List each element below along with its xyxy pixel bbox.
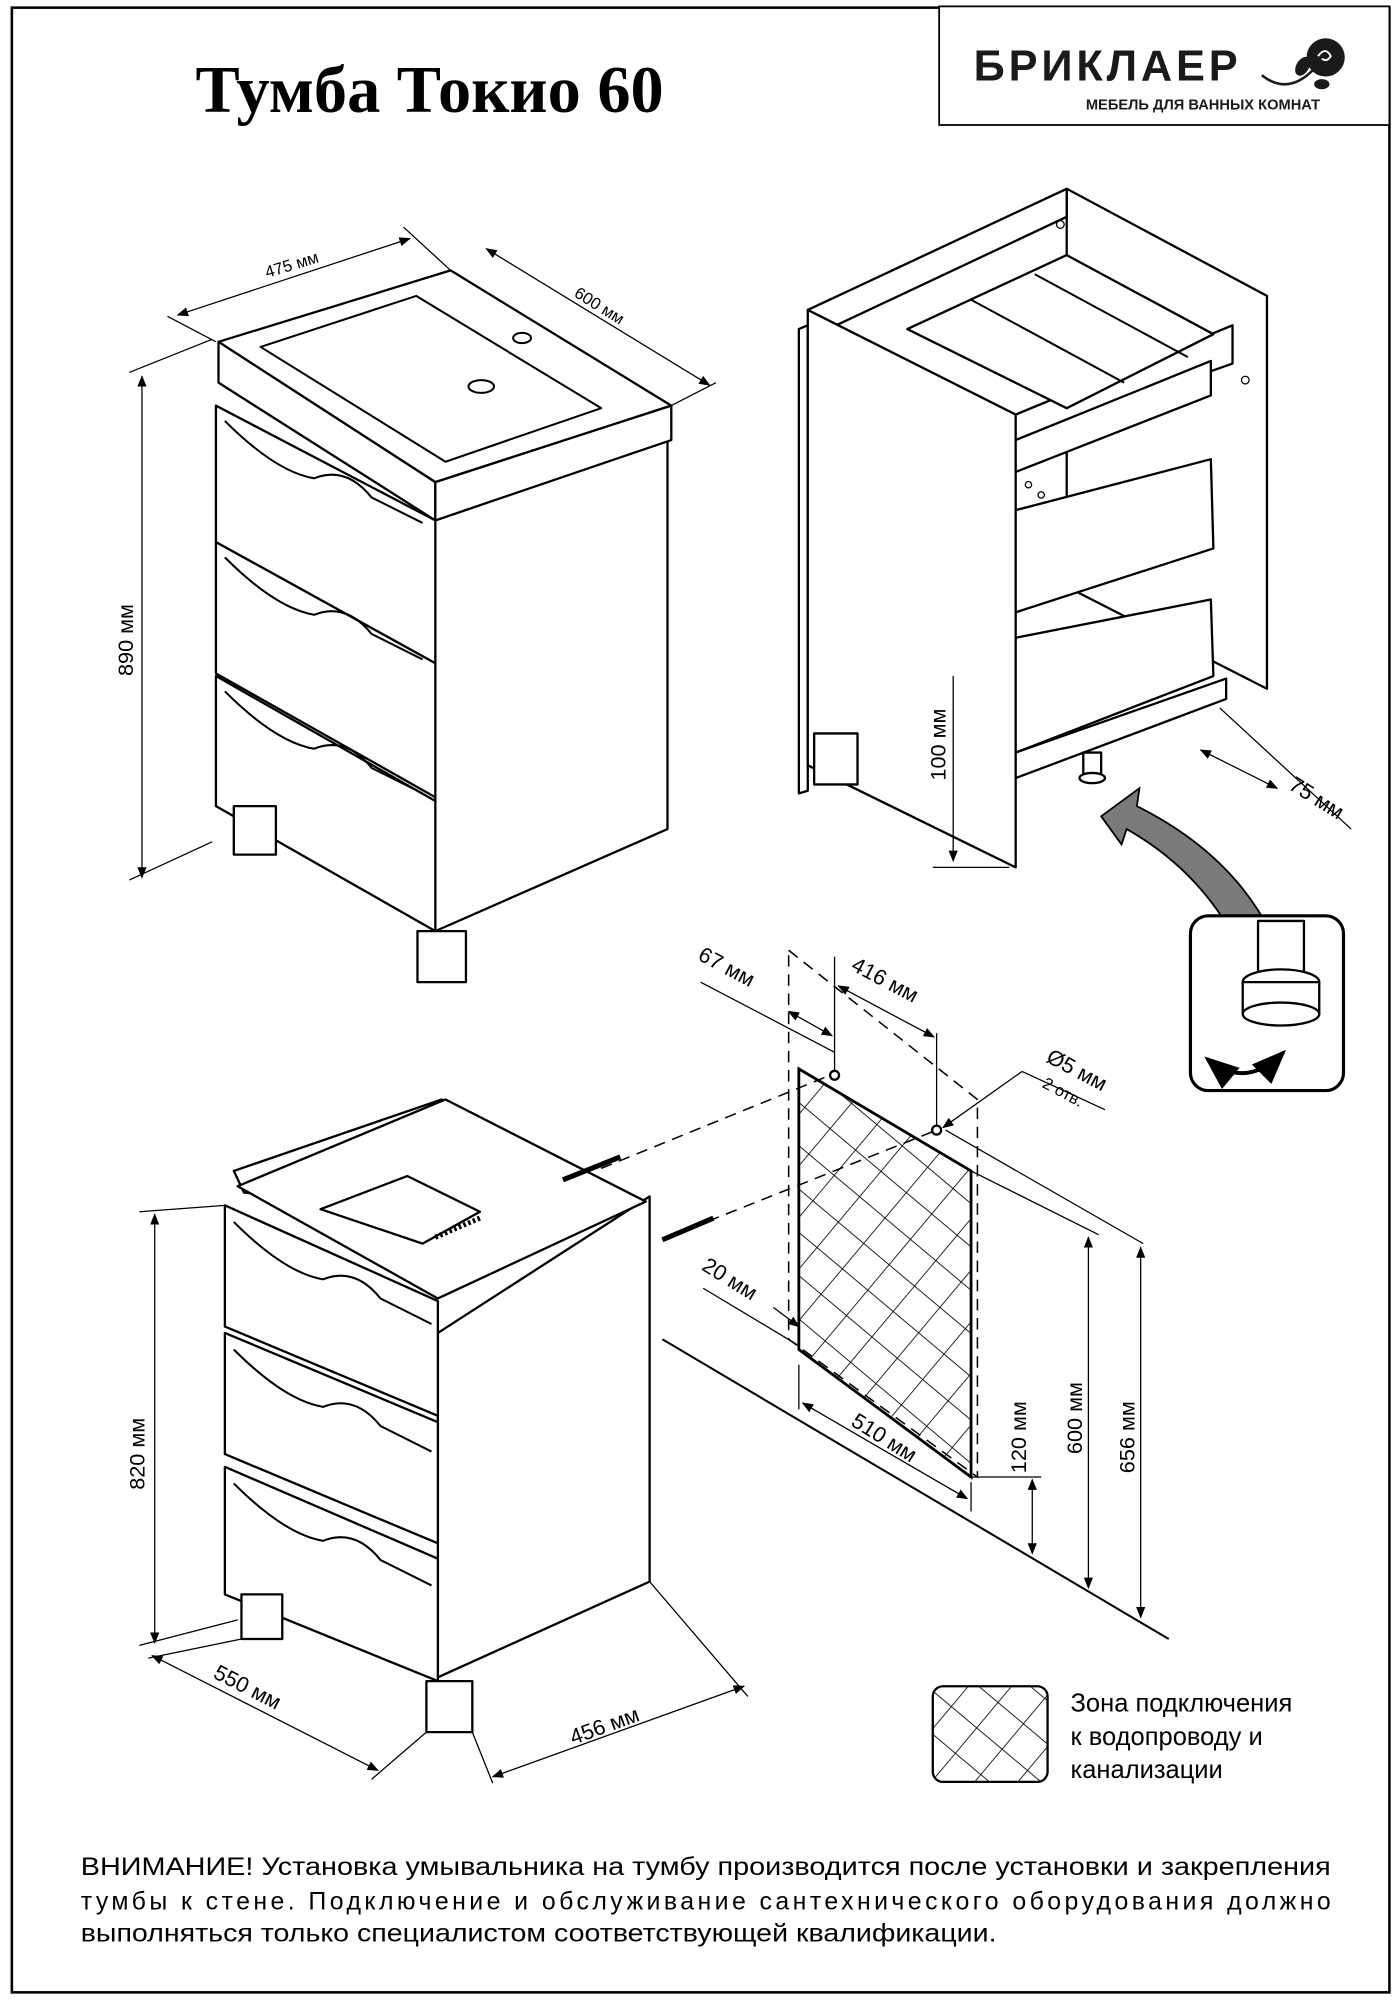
legend-hatch-swatch [931,1685,1049,1784]
svg-text:20 мм: 20 мм [698,1252,762,1305]
svg-text:ВНИМАНИЕ! Установка умывальник: ВНИМАНИЕ! Установка умывальника на тумбу… [81,1853,1331,1881]
svg-text:456 мм: 456 мм [566,1701,642,1749]
svg-text:820 мм: 820 мм [125,1418,150,1490]
svg-text:550 мм: 550 мм [210,1659,285,1714]
page-title: Тумба Токио 60 [196,54,664,127]
svg-text:475 мм: 475 мм [263,248,321,282]
sheet-border [10,6,1391,1994]
svg-text:656 мм: 656 мм [1114,1401,1139,1473]
svg-text:416 мм: 416 мм [848,952,923,1008]
assembled-cabinet-view: 475 мм 600 мм 890 мм [113,226,717,984]
svg-text:МЕБЕЛЬ ДЛЯ ВАННЫХ КОМНАТ: МЕБЕЛЬ ДЛЯ ВАННЫХ КОМНАТ [1086,98,1320,114]
brand-logo: БРИКЛАЕР МЕБЕЛЬ ДЛЯ ВАННЫХ КОМНАТ [938,5,1391,126]
svg-text:120 мм: 120 мм [1006,1401,1031,1473]
installation-notice: ВНИМАНИЕ! Установка умывальника на тумбу… [81,1853,1331,1947]
svg-text:к водопроводу и: к водопроводу и [1071,1723,1263,1751]
wall-mounting-view: 67 мм 416 мм Ø5 мм 2 отв. 20 мм 510 мм 1… [125,942,1170,1784]
svg-text:600 мм: 600 мм [1062,1382,1087,1454]
open-cabinet-view: 100 мм 75 мм [797,187,1352,1093]
adjustable-foot-detail [1188,914,1346,1093]
svg-text:75 мм: 75 мм [1285,771,1349,824]
screws [434,1154,715,1243]
svg-text:БРИКЛАЕР: БРИКЛАЕР [974,42,1242,90]
svg-text:выполняться только специалисто: выполняться только специалистом соответс… [81,1919,997,1947]
svg-text:канализации: канализации [1071,1756,1223,1784]
svg-text:100 мм: 100 мм [926,709,951,781]
rotate-icon [1204,1049,1286,1090]
svg-text:Зона подключения: Зона подключения [1071,1690,1293,1718]
svg-text:тумбы к стене. Подключение и о: тумбы к стене. Подключение и обслуживани… [81,1887,1331,1915]
svg-text:890 мм: 890 мм [113,604,138,676]
legend: Зона подключения к водопроводу и канализ… [931,1685,1293,1784]
rose-icon [1261,38,1345,90]
